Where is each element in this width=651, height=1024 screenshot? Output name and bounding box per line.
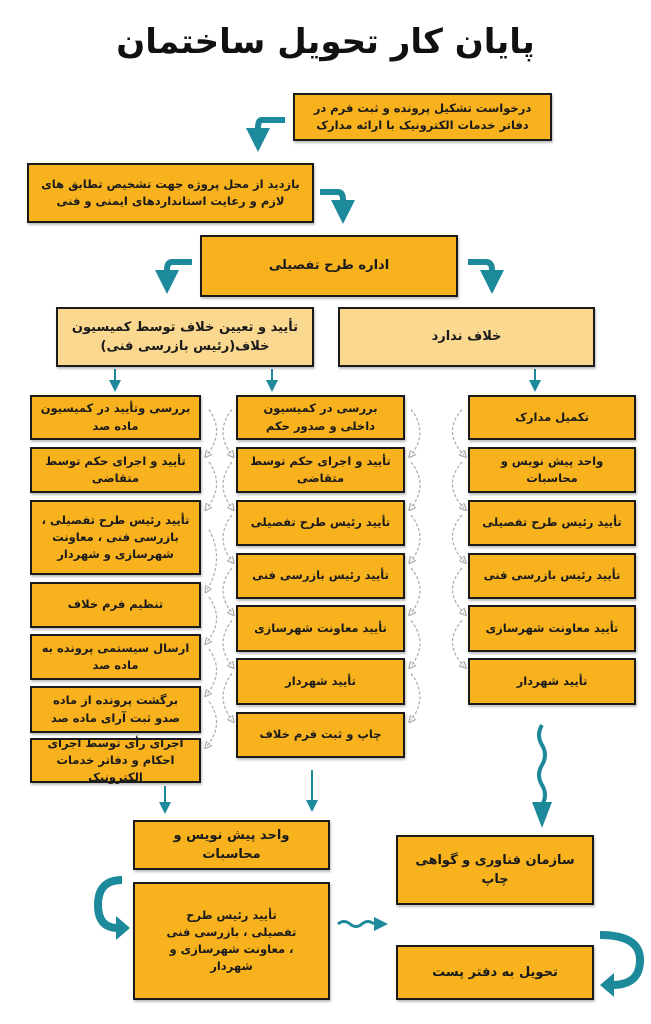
step-box: تأیید معاونت شهرسازی xyxy=(468,605,636,652)
step-box: تأیید شهردار xyxy=(236,658,405,705)
dashed-loop-arrow xyxy=(411,409,421,456)
dashed-loop-arrow xyxy=(207,529,218,591)
step-box: تأیید و اجرای حکم توسط متقاضی xyxy=(236,447,405,493)
step-approvals: تأیید رئیس طرح تفصیلی ، بازرسی فنی ، معا… xyxy=(133,882,330,1000)
dashed-loop-arrow xyxy=(222,514,232,561)
arrow-curve-1 xyxy=(246,117,285,152)
step-box: واحد پیش نویس و محاسبات xyxy=(468,447,636,493)
step-box: ارسال سیستمی پرونده به ماده صد xyxy=(30,634,201,680)
step-box: تکمیل مدارک xyxy=(468,395,636,440)
step-detailed-plan-office: اداره طرح تفصیلی xyxy=(200,235,458,297)
arrow-curve-5 xyxy=(93,876,123,932)
step-box: تأیید رئیس بازرسی فنی xyxy=(236,553,405,599)
step-box: چاپ و ثبت فرم خلاف xyxy=(236,712,405,758)
dashed-loop-arrow xyxy=(411,620,421,667)
step-site-visit: بازدید از محل پروژه جهت تشخیص تطابق های … xyxy=(27,163,314,223)
step-box: تأیید شهردار xyxy=(468,658,636,705)
dashed-loop-arrow xyxy=(411,514,421,561)
dashed-loop-arrow xyxy=(207,648,218,694)
step-violation: تأیید و تعیین خلاف توسط کمیسیون خلاف(رئی… xyxy=(56,307,314,367)
dashed-loop-arrow xyxy=(222,409,232,456)
step-box: تأیید و اجرای حکم توسط متقاضی xyxy=(30,447,201,493)
dashed-loop-arrow xyxy=(451,514,464,561)
step-box: تأیید معاونت شهرسازی xyxy=(236,605,405,652)
arrow-curve-3 xyxy=(155,259,192,294)
arrow-curve-6 xyxy=(599,931,645,989)
step-box: برگشت پرونده از ماده صدو ثبت آرای ماده ص… xyxy=(30,686,201,733)
dashed-loop-arrow xyxy=(451,461,464,508)
dashed-loop-arrow xyxy=(411,567,421,613)
page-title: پایان کار تحویل ساختمان xyxy=(116,22,535,62)
step-request: درخواست تشکیل پرونده و ثبت فرم در دفاتر … xyxy=(293,93,552,141)
dashed-loop-arrow xyxy=(207,701,218,747)
dashed-loop-arrow xyxy=(222,461,232,508)
step-box: بررسی وتأیید در کمیسیون ماده صد xyxy=(30,395,201,440)
step-box: اجرای رأی توسط اجرای احکام و دفاتر خدمات… xyxy=(30,736,201,784)
dashed-loop-arrow xyxy=(222,673,232,721)
dashed-loop-arrow xyxy=(451,620,464,667)
step-box: تأیید رئیس طرح تفصیلی ، بازرسی فنی ، معا… xyxy=(30,500,201,575)
step-box: تأیید رئیس طرح تفصیلی xyxy=(236,500,405,546)
dashed-loop-arrow xyxy=(207,596,218,642)
dashed-loop-arrow xyxy=(411,673,421,721)
wavy-arrow-down xyxy=(537,723,547,807)
dashed-loop-arrow xyxy=(451,409,464,456)
step-box: تنظیم فرم خلاف xyxy=(30,582,201,628)
dashed-loop-arrow xyxy=(222,620,232,667)
dashed-loop-arrow xyxy=(411,461,421,508)
step-box: بررسی در کمیسیون داخلی و صدور حکم xyxy=(236,395,405,440)
step-box: تأیید رئیس بازرسی فنی xyxy=(468,553,636,599)
wavy-arrow-right xyxy=(337,920,375,928)
arrow-curve-4 xyxy=(468,259,504,294)
step-no-violation: خلاف ندارد xyxy=(338,307,595,367)
step-drafting: واحد پیش نویس و محاسبات xyxy=(133,820,330,870)
arrow-curve-2 xyxy=(320,189,355,224)
dashed-loop-arrow xyxy=(451,567,464,613)
step-print-org: سازمان فناوری و گواهی چاپ xyxy=(396,835,594,905)
dashed-loop-arrow xyxy=(207,461,218,508)
step-post-delivery: تحویل به دفتر پست xyxy=(396,945,594,1000)
step-box: تأیید رئیس طرح تفصیلی xyxy=(468,500,636,546)
dashed-loop-arrow xyxy=(222,567,232,613)
dashed-loop-arrow xyxy=(207,409,218,456)
